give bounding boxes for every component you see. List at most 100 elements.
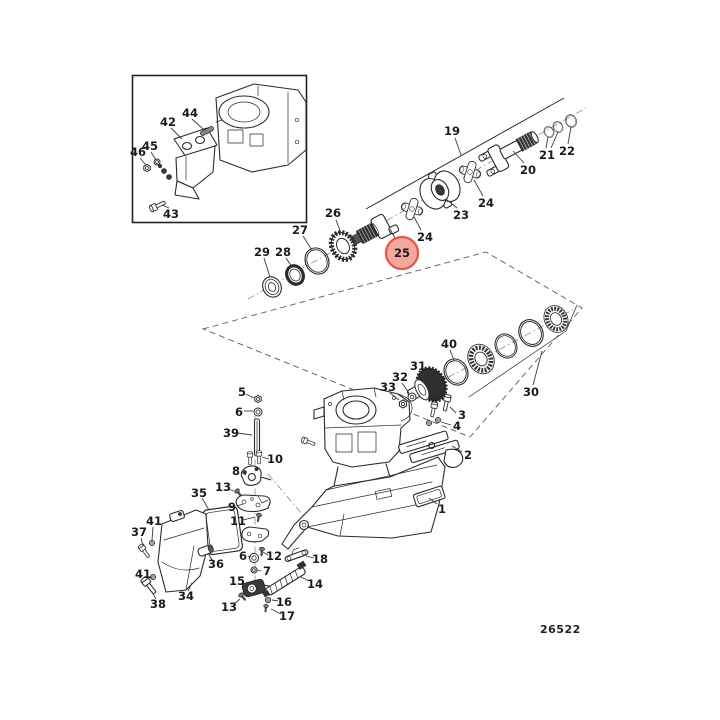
callout-18[interactable]: 18 — [312, 552, 328, 566]
callout-36[interactable]: 36 — [208, 557, 224, 571]
callout-34[interactable]: 34 — [178, 589, 194, 603]
link-arm-18 — [284, 547, 309, 562]
leader-line-18 — [305, 555, 315, 559]
leader-line-15 — [241, 582, 247, 587]
leader-line-41 — [151, 526, 154, 541]
callout-7[interactable]: 7 — [263, 564, 271, 578]
callout-46[interactable]: 46 — [130, 145, 146, 159]
oring-27 — [299, 243, 335, 279]
callout-13[interactable]: 13 — [215, 480, 231, 494]
callout-14[interactable]: 14 — [307, 577, 323, 591]
leader-line-17 — [270, 608, 282, 615]
callout-12[interactable]: 12 — [266, 549, 282, 563]
anode-plate-2 — [398, 430, 464, 468]
callout-38[interactable]: 38 — [150, 597, 166, 611]
callout-27[interactable]: 27 — [292, 223, 308, 237]
drive-housing — [281, 387, 446, 550]
callout-20[interactable]: 20 — [520, 163, 536, 177]
callout-26[interactable]: 26 — [325, 206, 341, 220]
gear-ring-26 — [328, 230, 358, 262]
washer-ring-29 — [262, 276, 282, 298]
callout-40[interactable]: 40 — [441, 337, 457, 351]
callout-39[interactable]: 39 — [223, 426, 239, 440]
yoke-shaft-20 — [478, 131, 539, 177]
callout-6[interactable]: 6 — [239, 549, 247, 563]
leader-line-24 — [473, 179, 484, 197]
highlight-circle-25[interactable] — [384, 235, 420, 271]
callout-30[interactable]: 30 — [523, 385, 539, 399]
u-joint-cross-24b — [397, 194, 427, 224]
callout-13[interactable]: 13 — [221, 600, 237, 614]
pivot-pin-39 — [253, 418, 261, 457]
washer-32 — [407, 392, 417, 402]
callout-23[interactable]: 23 — [453, 208, 469, 222]
leader-line-28 — [285, 257, 293, 268]
callout-10[interactable]: 10 — [267, 452, 283, 466]
callout-29[interactable]: 29 — [254, 245, 270, 259]
callout-4[interactable]: 4 — [453, 419, 461, 433]
callout-3[interactable]: 3 — [458, 408, 466, 422]
leader-line-32 — [401, 382, 410, 394]
leader-line-37 — [140, 537, 144, 547]
nut-46 — [143, 163, 151, 173]
bolt-10b — [255, 450, 263, 465]
leader-line-21 — [545, 136, 549, 149]
callout-35[interactable]: 35 — [191, 486, 207, 500]
lower-plate — [241, 526, 270, 543]
callout-9[interactable]: 9 — [228, 500, 236, 514]
callout-25[interactable]: 25 — [394, 246, 410, 260]
callout-28[interactable]: 28 — [275, 245, 291, 259]
leader-line-36 — [207, 552, 213, 561]
callout-42[interactable]: 42 — [160, 115, 176, 129]
callout-24[interactable]: 24 — [417, 230, 433, 244]
callout-21[interactable]: 21 — [539, 148, 555, 162]
callout-1[interactable]: 1 — [438, 502, 446, 516]
washer-41b — [150, 574, 156, 580]
callout-45[interactable]: 45 — [142, 139, 158, 153]
callout-24[interactable]: 24 — [478, 196, 494, 210]
callout-22[interactable]: 22 — [559, 144, 575, 158]
leader-line-29 — [263, 257, 271, 278]
race-ring-c — [513, 314, 549, 352]
washer-41a — [149, 540, 155, 546]
callout-16[interactable]: 16 — [276, 595, 292, 609]
callout-19[interactable]: 19 — [444, 124, 460, 138]
callout-44[interactable]: 44 — [182, 106, 198, 120]
callout-31[interactable]: 31 — [410, 359, 426, 373]
callout-11[interactable]: 11 — [230, 514, 246, 528]
leader-line-7 — [256, 569, 262, 572]
callout-43[interactable]: 43 — [163, 207, 179, 221]
screw-17 — [262, 603, 269, 613]
washer-4b — [435, 417, 441, 423]
callout-2[interactable]: 2 — [464, 448, 472, 462]
leader-line-8 — [240, 471, 247, 476]
leader-line-31 — [419, 371, 427, 379]
tapered-bearing-d — [539, 301, 572, 336]
leader-line-14 — [300, 576, 310, 582]
callout-17[interactable]: 17 — [279, 609, 295, 623]
leader-line-4 — [440, 421, 452, 426]
callout-37[interactable]: 37 — [131, 525, 147, 539]
leader-line-3 — [449, 406, 457, 414]
callout-15[interactable]: 15 — [229, 574, 245, 588]
leader-line-26 — [335, 219, 342, 234]
washer-7 — [250, 566, 258, 574]
callout-6[interactable]: 6 — [235, 405, 243, 419]
race-ring-b — [490, 329, 522, 363]
callout-5[interactable]: 5 — [238, 385, 246, 399]
oring-22 — [562, 112, 580, 130]
washer-4a — [426, 420, 432, 426]
leader-line-16 — [271, 599, 279, 602]
callout-41[interactable]: 41 — [146, 514, 162, 528]
callout-8[interactable]: 8 — [232, 464, 240, 478]
callout-33[interactable]: 33 — [380, 380, 396, 394]
callout-41[interactable]: 41 — [135, 567, 151, 581]
trim-tab-plate-1 — [412, 485, 446, 508]
leader-line-9 — [236, 503, 244, 507]
swivel-bracket-8 — [240, 465, 272, 486]
leader-line-2 — [451, 445, 463, 453]
callout-32[interactable]: 32 — [392, 370, 408, 384]
